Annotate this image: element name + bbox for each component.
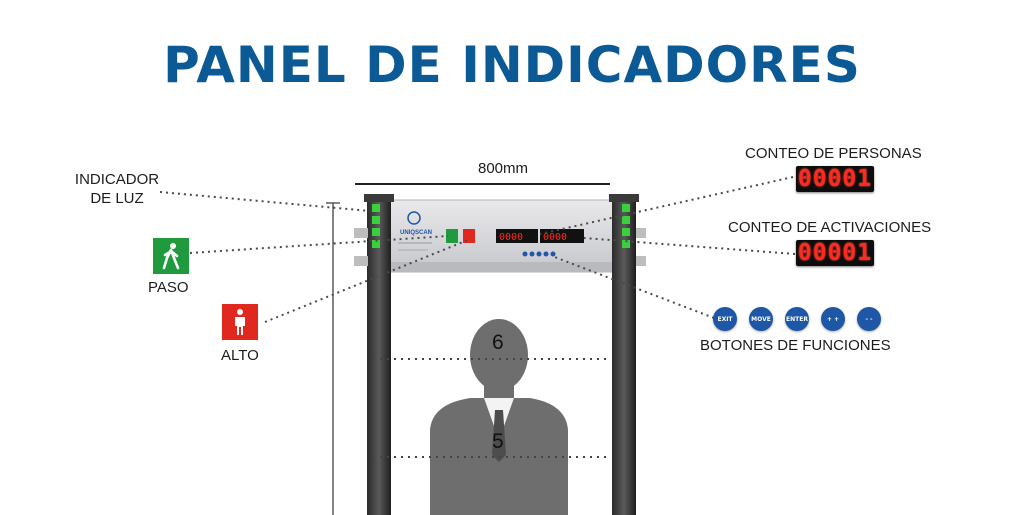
exit-button[interactable]: EXIT (713, 307, 737, 331)
decrease-button[interactable]: - - (857, 307, 881, 331)
enter-button[interactable]: ENTER (785, 307, 809, 331)
label-conteo-activaciones: CONTEO DE ACTIVACIONES (728, 219, 932, 236)
gate-left-pillar (367, 196, 391, 515)
zone-number-6: 6 (492, 331, 504, 354)
activaciones-counter-display: 00001 (796, 240, 874, 266)
leader-personas (539, 176, 794, 235)
svg-text:0000: 0000 (499, 232, 523, 243)
label-conteo-personas: CONTEO DE PERSONAS (745, 145, 922, 162)
increase-button[interactable]: + + (821, 307, 845, 331)
label-alto: ALTO (221, 347, 259, 364)
panel-pass-indicator (446, 229, 458, 243)
leader-indicador-luz (159, 191, 371, 212)
zone-number-5: 5 (492, 430, 504, 453)
panel-counter-display-2 (540, 229, 584, 243)
label-indicador-luz: INDICADOR DE LUZ (74, 171, 160, 207)
move-button[interactable]: MOVE (749, 307, 773, 331)
panel-counter-display-1 (496, 229, 538, 243)
panel-function-buttons (522, 251, 556, 257)
personas-counter-display: 00001 (796, 166, 874, 192)
walking-person-icon (162, 243, 180, 270)
paso-icon-box (153, 238, 189, 274)
standing-person-icon (235, 309, 245, 335)
leader-botones (551, 255, 715, 319)
width-dimension-label: 800mm (478, 160, 529, 177)
svg-text:0000: 0000 (543, 232, 567, 243)
leader-paso (189, 235, 449, 254)
brand-logo: UNIQSCAN (400, 230, 432, 236)
leader-alto (264, 239, 469, 323)
alto-icon-box (222, 304, 258, 340)
gate-right-pillar (612, 196, 636, 515)
light-indicator-leds-left (372, 204, 380, 248)
page-title: PANEL DE INDICADORES (163, 36, 861, 94)
light-indicator-leds-right (622, 204, 630, 248)
label-paso: PASO (148, 279, 189, 296)
panel-stop-indicator (463, 229, 475, 243)
label-botones-funciones: BOTONES DE FUNCIONES (700, 337, 891, 354)
